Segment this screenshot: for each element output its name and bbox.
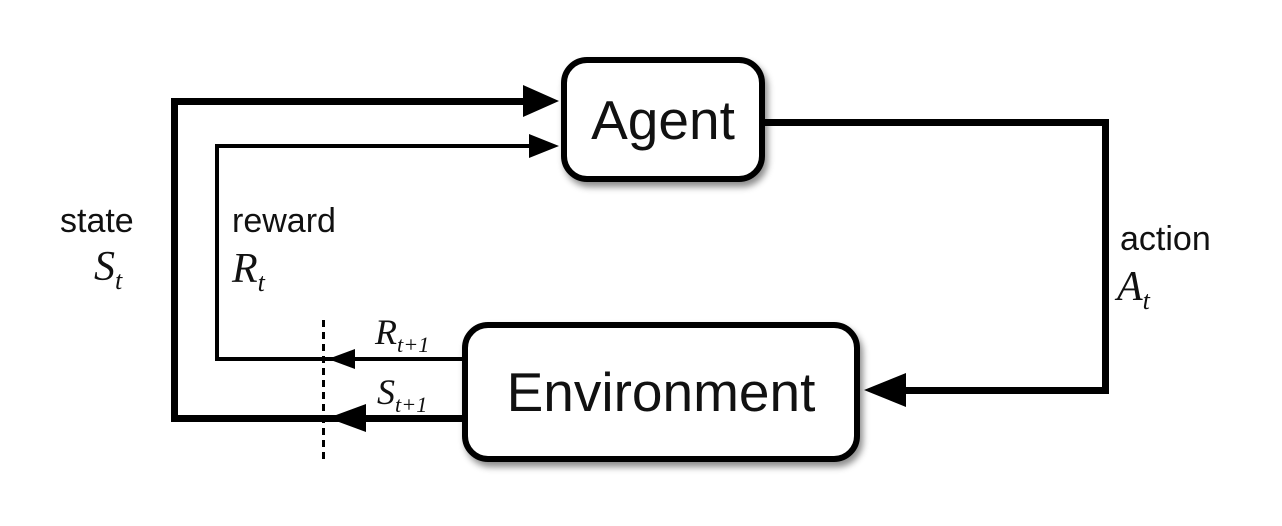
action-symbol-sub: t [1142,286,1150,316]
reward-symbol-label: Rt [232,246,265,296]
state-symbol-base: S [94,244,115,290]
state-line-bottom [171,415,466,422]
action-word-label: action [1120,220,1211,258]
reward-line-top [215,144,535,148]
next-state-symbol-sub: t+1 [395,391,428,417]
next-reward-symbol-sub: t+1 [397,331,430,357]
action-symbol-label: At [1117,264,1150,314]
reward-into-agent-arrowhead-icon [529,134,559,158]
next-state-arrowhead-icon [328,404,366,432]
next-reward-symbol-label: Rt+1 [375,312,429,355]
agent-node: Agent [561,57,765,182]
action-line-top [763,119,1109,126]
action-line-vertical [1102,119,1109,394]
reward-symbol-base: R [232,246,258,292]
environment-node: Environment [462,322,860,462]
state-word-label: state [60,202,134,240]
action-symbol-base: A [1117,264,1143,310]
timestep-divider-dashed-line [322,320,325,459]
environment-node-label: Environment [506,361,816,423]
next-state-symbol-label: St+1 [377,372,427,415]
state-into-agent-arrowhead-icon [523,85,559,117]
next-reward-symbol-base: R [375,312,397,352]
action-into-environment-arrowhead-icon [864,373,906,407]
state-symbol-sub: t [115,266,123,296]
reward-line-vertical [215,144,219,361]
agent-node-label: Agent [591,88,735,151]
next-reward-arrowhead-icon [328,349,355,369]
reward-symbol-sub: t [257,268,265,298]
state-symbol-label: St [94,244,122,294]
next-state-symbol-base: S [377,372,395,412]
action-line-bottom [896,387,1109,394]
state-line-top [171,98,533,105]
reward-word-label: reward [232,202,336,240]
state-line-vertical [171,98,178,422]
